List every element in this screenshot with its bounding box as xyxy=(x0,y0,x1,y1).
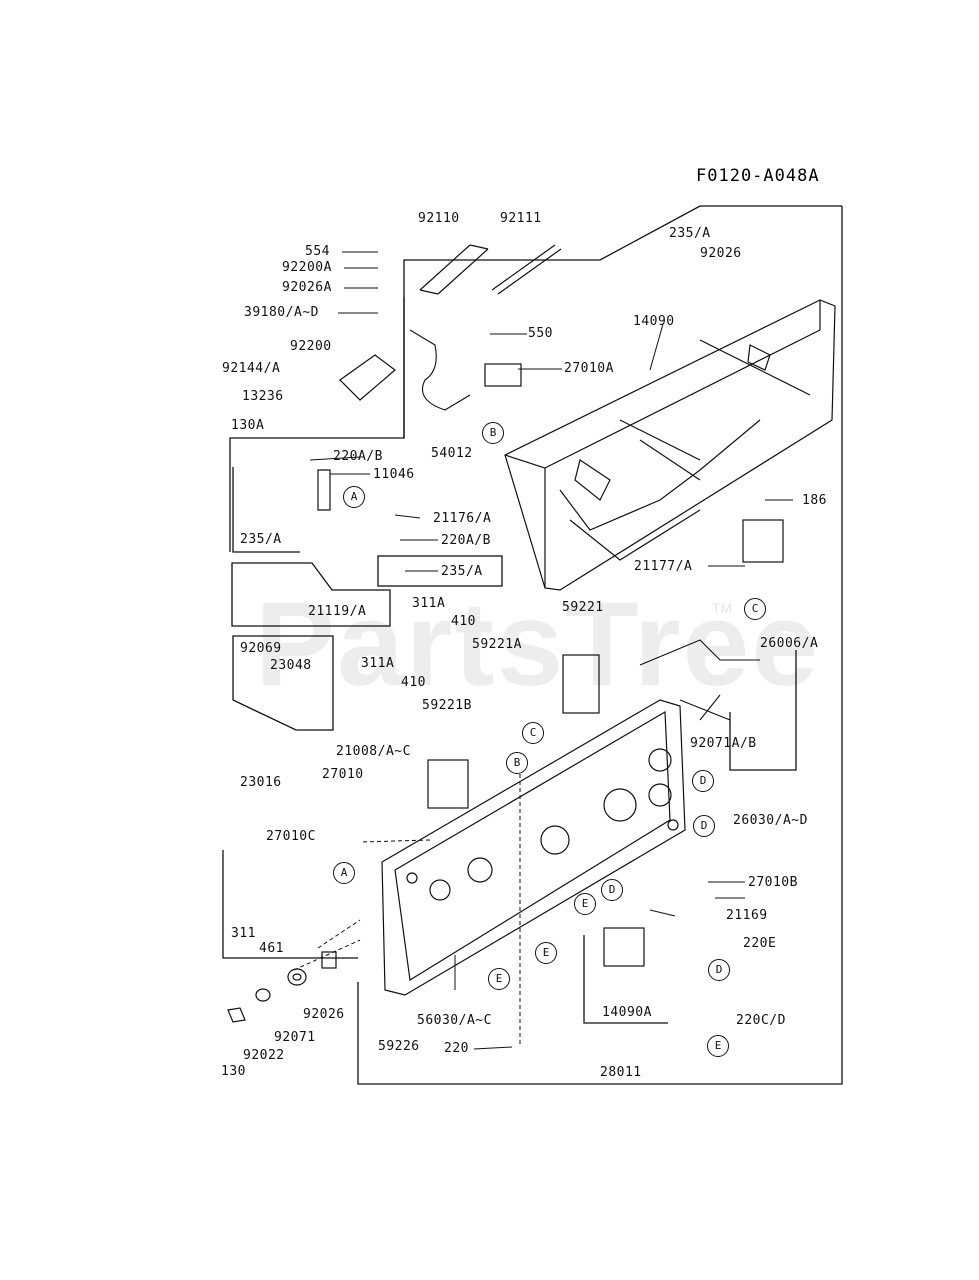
label-11046[interactable]: 11046 xyxy=(373,467,415,482)
relay-21177A xyxy=(742,519,784,563)
label-92144[interactable]: 92144/A xyxy=(222,361,281,376)
bottom-hardware xyxy=(227,951,337,1023)
bracket-11046 xyxy=(317,469,331,511)
assembly-outline xyxy=(229,205,843,1085)
label-13236[interactable]: 13236 xyxy=(242,389,284,404)
label-92110[interactable]: 92110 xyxy=(418,211,460,226)
label-235A-top[interactable]: 235/A xyxy=(669,226,711,241)
diagram-id: F0120-A048A xyxy=(696,166,820,186)
label-220CD[interactable]: 220C/D xyxy=(736,1013,786,1028)
label-27010[interactable]: 27010 xyxy=(322,767,364,782)
label-311A-2[interactable]: 311A xyxy=(361,656,395,671)
outlet-21008 xyxy=(427,759,469,809)
label-54012[interactable]: 54012 xyxy=(431,446,473,461)
leader-lines xyxy=(293,760,521,1045)
bracket-311 xyxy=(222,850,358,959)
label-92026-bot[interactable]: 92026 xyxy=(303,1007,345,1022)
label-23016[interactable]: 23016 xyxy=(240,775,282,790)
label-311[interactable]: 311 xyxy=(231,926,256,941)
ref-circle-E-1: E xyxy=(574,893,596,915)
label-28011[interactable]: 28011 xyxy=(600,1065,642,1080)
ref-circle-E-4: E xyxy=(707,1035,729,1057)
ref-circle-B-top: B xyxy=(482,422,504,444)
ref-circle-D-3: D xyxy=(601,879,623,901)
label-186[interactable]: 186 xyxy=(802,493,827,508)
box-235A xyxy=(377,555,503,587)
label-26006[interactable]: 26006/A xyxy=(760,636,819,651)
label-21177[interactable]: 21177/A xyxy=(634,559,693,574)
label-220[interactable]: 220 xyxy=(444,1041,469,1056)
label-21119[interactable]: 21119/A xyxy=(308,604,367,619)
label-92111[interactable]: 92111 xyxy=(500,211,542,226)
label-21008[interactable]: 21008/A~C xyxy=(336,744,411,759)
label-21169[interactable]: 21169 xyxy=(726,908,768,923)
label-410-1[interactable]: 410 xyxy=(451,614,476,629)
label-23048[interactable]: 23048 xyxy=(270,658,312,673)
housing-14090 xyxy=(504,299,836,591)
outlet-59221 xyxy=(562,654,600,714)
label-56030[interactable]: 56030/A~C xyxy=(417,1013,492,1028)
label-59226[interactable]: 59226 xyxy=(378,1039,420,1054)
ref-circle-E-3: E xyxy=(488,968,510,990)
label-220E[interactable]: 220E xyxy=(743,936,777,951)
watermark: PartsTree xyxy=(255,577,821,711)
group-235A-bracket xyxy=(232,467,300,553)
label-130A[interactable]: 130A xyxy=(231,418,265,433)
front-panel-59226 xyxy=(381,699,686,996)
label-410-2[interactable]: 410 xyxy=(401,675,426,690)
label-550[interactable]: 550 xyxy=(528,326,553,341)
ref-circle-D-1: D xyxy=(692,770,714,792)
label-27010A[interactable]: 27010A xyxy=(564,361,614,376)
label-92026-top[interactable]: 92026 xyxy=(700,246,742,261)
solid-leaders xyxy=(309,251,793,1050)
label-14090A[interactable]: 14090A xyxy=(602,1005,652,1020)
label-92022[interactable]: 92022 xyxy=(243,1048,285,1063)
label-235A-left[interactable]: 235/A xyxy=(240,532,282,547)
breaker-13236 xyxy=(339,354,396,401)
label-59221[interactable]: 59221 xyxy=(562,600,604,615)
label-220AB-2[interactable]: 220A/B xyxy=(441,533,491,548)
group-23016-bracket xyxy=(232,635,334,731)
meter-14090A xyxy=(603,927,645,967)
switch-27010A xyxy=(484,363,522,387)
label-21176[interactable]: 21176/A xyxy=(433,511,492,526)
label-92200[interactable]: 92200 xyxy=(290,339,332,354)
label-92069[interactable]: 92069 xyxy=(240,641,282,656)
label-59221B[interactable]: 59221B xyxy=(422,698,472,713)
label-92200A[interactable]: 92200A xyxy=(282,260,332,275)
label-27010C[interactable]: 27010C xyxy=(266,829,316,844)
tube-92110 xyxy=(419,244,489,295)
label-235A-box[interactable]: 235/A xyxy=(441,564,483,579)
label-220AB-1[interactable]: 220A/B xyxy=(333,449,383,464)
wire-54012 xyxy=(409,329,471,411)
ref-circle-A-bot: A xyxy=(333,862,355,884)
ref-circle-D-4: D xyxy=(708,959,730,981)
label-26030[interactable]: 26030/A~D xyxy=(733,813,808,828)
box-21119A xyxy=(231,562,391,627)
label-92071[interactable]: 92071 xyxy=(274,1030,316,1045)
ref-circle-C-mid: C xyxy=(522,722,544,744)
ref-circle-B-mid: B xyxy=(506,752,528,774)
harness-92071 xyxy=(639,639,760,721)
watermark-trademark: TM xyxy=(712,600,733,616)
bracket-14090A xyxy=(583,935,668,1024)
ref-circle-A-top: A xyxy=(343,486,365,508)
ref-circle-E-2: E xyxy=(535,942,557,964)
label-14090[interactable]: 14090 xyxy=(633,314,675,329)
label-311A-1[interactable]: 311A xyxy=(412,596,446,611)
label-554[interactable]: 554 xyxy=(305,244,330,259)
ref-circle-C-top: C xyxy=(744,598,766,620)
ref-circle-D-2: D xyxy=(693,815,715,837)
label-59221A[interactable]: 59221A xyxy=(472,637,522,652)
label-130[interactable]: 130 xyxy=(221,1064,246,1079)
rod-92111 xyxy=(491,244,562,295)
label-92071AB[interactable]: 92071A/B xyxy=(690,736,757,751)
label-27010B[interactable]: 27010B xyxy=(748,875,798,890)
bracket-26030 xyxy=(729,650,797,771)
label-92026A[interactable]: 92026A xyxy=(282,280,332,295)
label-39180[interactable]: 39180/A~D xyxy=(244,305,319,320)
label-461[interactable]: 461 xyxy=(259,941,284,956)
